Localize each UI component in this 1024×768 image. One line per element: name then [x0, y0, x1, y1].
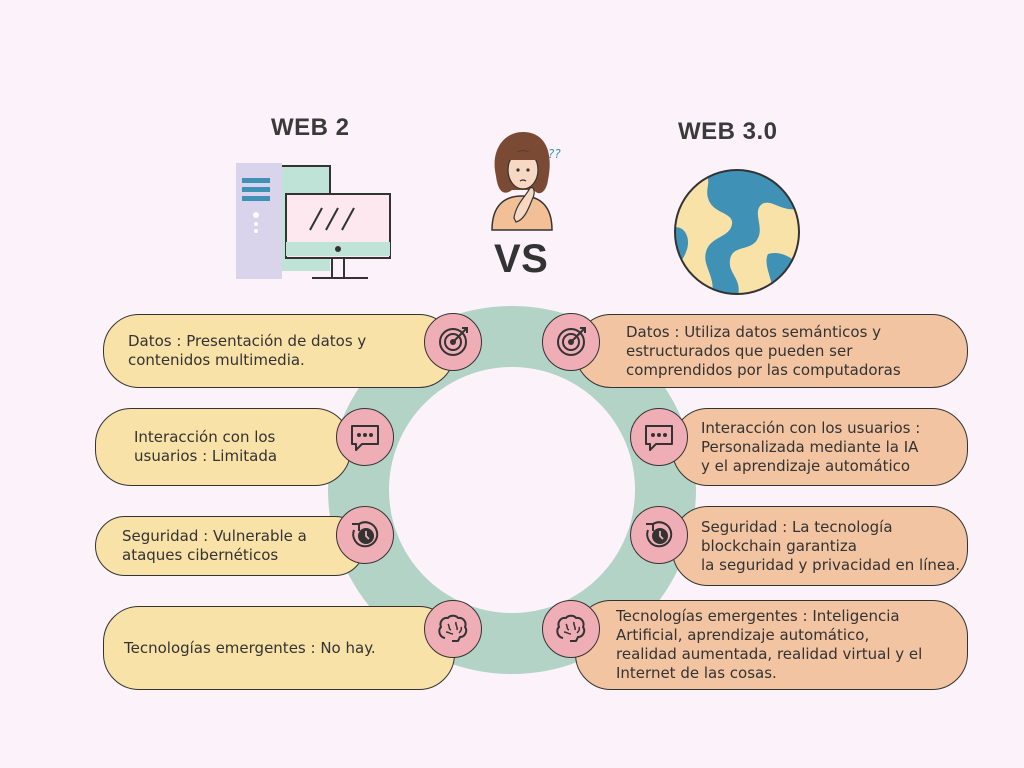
web3-security-badge: [630, 506, 688, 564]
web3-emerging-text: Tecnologías emergentes : Inteligencia Ar…: [616, 607, 923, 682]
web2-card-interaction: Interacción con los usuarios : Limitada: [95, 408, 351, 486]
target-icon: [439, 327, 468, 356]
computer-icon: [236, 163, 391, 279]
web3-interaction-text: Interacción con los usuarios : Personali…: [701, 418, 921, 475]
web2-emerging-text: Tecnologías emergentes : No hay.: [124, 638, 376, 657]
web2-security-badge: [336, 506, 394, 564]
web2-interaction-badge: [336, 408, 394, 466]
chat-bubble-icon: [645, 425, 673, 451]
svg-text:??: ??: [548, 147, 561, 161]
brain-icon: [438, 614, 468, 642]
clock-icon: [352, 521, 379, 548]
web2-emerging-badge: [424, 600, 482, 658]
web3-interaction-badge: [630, 408, 688, 466]
web2-card-security: Seguridad : Vulnerable a ataques ciberné…: [95, 516, 365, 576]
target-icon: [557, 327, 586, 356]
web3-security-text: Seguridad : La tecnología blockchain gar…: [701, 517, 961, 574]
web2-security-text: Seguridad : Vulnerable a ataques ciberné…: [122, 527, 307, 564]
web2-data-badge: [424, 313, 482, 371]
web3-card-security: Seguridad : La tecnología blockchain gar…: [672, 506, 968, 586]
brain-icon: [556, 614, 586, 642]
web2-card-data: Datos : Presentación de datos y contenid…: [103, 314, 455, 388]
web3-card-data: Datos : Utiliza datos semánticos y estru…: [575, 314, 968, 388]
thinking-woman-icon: ??: [491, 132, 561, 231]
clock-icon: [646, 521, 673, 548]
web3-data-text: Datos : Utiliza datos semánticos y estru…: [626, 322, 901, 379]
chat-bubble-icon: [351, 425, 379, 451]
globe-icon: [674, 169, 800, 295]
vs-label: VS: [494, 237, 549, 281]
web3-data-badge: [542, 313, 600, 371]
web2-data-text: Datos : Presentación de datos y contenid…: [128, 332, 367, 369]
web2-interaction-text: Interacción con los usuarios : Limitada: [134, 428, 278, 465]
web3-card-emerging: Tecnologías emergentes : Inteligencia Ar…: [575, 600, 968, 690]
web3-title: WEB 3.0: [678, 118, 778, 145]
web2-card-emerging: Tecnologías emergentes : No hay.: [103, 606, 455, 690]
web3-card-interaction: Interacción con los usuarios : Personali…: [672, 408, 968, 486]
web3-emerging-badge: [542, 600, 600, 658]
web2-title: WEB 2: [271, 114, 350, 141]
